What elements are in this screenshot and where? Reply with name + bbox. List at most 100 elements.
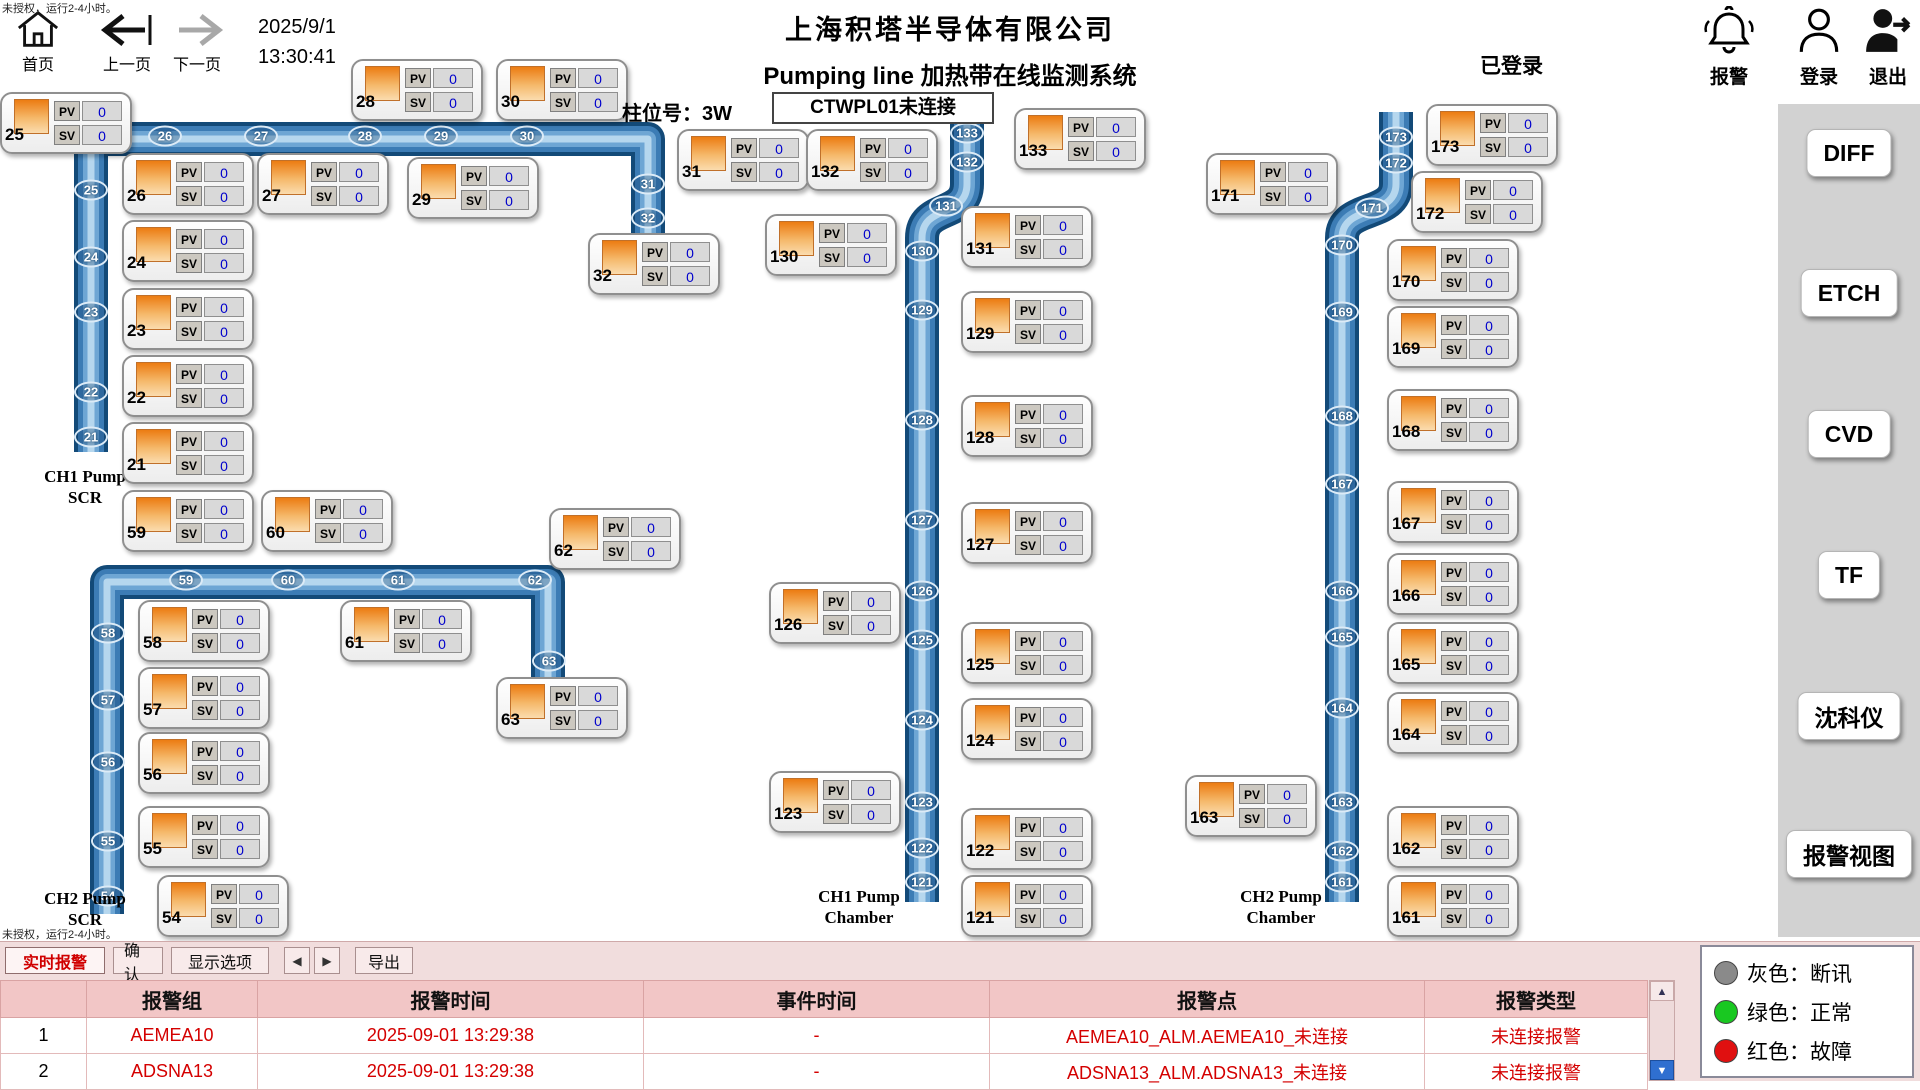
page-next-button[interactable]: ▶: [314, 947, 340, 974]
sidebar-button-diff[interactable]: DIFF: [1806, 129, 1892, 177]
sidebar-button-4[interactable]: 沈科仪: [1797, 692, 1901, 740]
sv-value: 0: [220, 765, 260, 785]
pv-value: 0: [759, 138, 799, 158]
sensor-id: 61: [345, 633, 364, 652]
logout-button[interactable]: 退出: [1858, 6, 1918, 89]
login-button[interactable]: 登录: [1790, 6, 1848, 89]
sensor-id: 23: [127, 321, 146, 340]
pv-value: 0: [239, 884, 279, 904]
export-button[interactable]: 导出: [355, 947, 413, 974]
next-page-button[interactable]: 下一页: [164, 10, 230, 75]
pv-label: PV: [1441, 398, 1467, 418]
sv-label: SV: [315, 523, 341, 543]
pipe-node-123: 123: [905, 791, 939, 813]
sv-value: 0: [204, 523, 244, 543]
page-prev-button[interactable]: ◀: [284, 947, 310, 974]
tab-display-options[interactable]: 显示选项: [171, 947, 269, 974]
heater-zone-icon: [783, 589, 818, 624]
scroll-down-button[interactable]: ▼: [1650, 1060, 1674, 1080]
pv-value: 0: [1508, 113, 1548, 133]
pipe-node-21: 21: [74, 426, 108, 448]
sv-label: SV: [1015, 324, 1041, 344]
prev-page-button[interactable]: 上一页: [94, 10, 160, 75]
pv-value: 0: [204, 162, 244, 182]
alarm-button[interactable]: 报警: [1698, 5, 1760, 89]
sv-value: 0: [1043, 908, 1083, 928]
tab-confirm[interactable]: 确认: [113, 943, 163, 984]
tab-realtime-alarm[interactable]: 实时报警: [5, 947, 105, 974]
sensor-id: 121: [966, 908, 995, 927]
pv-label: PV: [1441, 701, 1467, 721]
pv-value: 0: [220, 741, 260, 761]
home-button[interactable]: 首页: [12, 8, 64, 75]
sensor-id: 60: [266, 523, 285, 542]
logout-user-icon: [1866, 9, 1911, 52]
sidebar-button-5[interactable]: 报警视图: [1786, 830, 1912, 878]
sv-label: SV: [1465, 204, 1491, 224]
sv-value: 0: [851, 804, 891, 824]
alarm-scrollbar[interactable]: ▲ ▼: [1649, 980, 1675, 1081]
sidebar-button-tf[interactable]: TF: [1817, 551, 1881, 599]
sensor-id: 168: [1392, 422, 1421, 441]
sidebar-button-cvd[interactable]: CVD: [1807, 410, 1891, 458]
sidebar-button-etch[interactable]: ETCH: [1800, 269, 1898, 317]
scroll-up-button[interactable]: ▲: [1650, 981, 1674, 1001]
row-index: 2: [0, 1053, 87, 1090]
sv-label: SV: [1480, 137, 1506, 157]
sensor-id: 172: [1416, 204, 1445, 223]
pipe-node-60: 60: [271, 569, 305, 591]
